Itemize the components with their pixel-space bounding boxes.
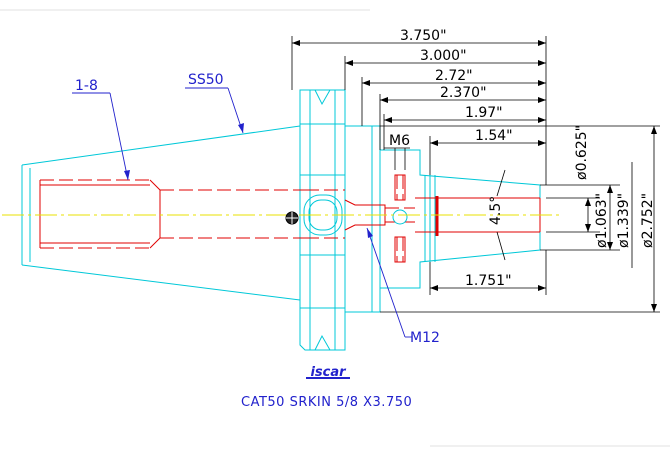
callout-1-8: 1-8 <box>75 78 98 94</box>
dim-dia-2-752: ø2.752" <box>640 193 656 248</box>
holder-body <box>21 89 541 351</box>
dim-angle: 4.5° <box>488 196 504 225</box>
center-ball-symbol <box>285 211 299 225</box>
dim-m6: M6 <box>389 133 410 149</box>
dimension-lines <box>291 36 660 313</box>
callouts: 1-8 SS50 M12 <box>72 72 440 346</box>
svg-text:iscar: iscar <box>310 365 347 380</box>
part-caption: CAT50 SRKIN 5/8 X3.750 <box>241 395 412 410</box>
dim-1-751: 1.751" <box>465 273 512 289</box>
dim-3-750: 3.750" <box>400 28 447 44</box>
dim-3-000: 3.000" <box>420 48 467 64</box>
callout-m12: M12 <box>410 330 440 346</box>
dim-1-54: 1.54" <box>475 128 513 144</box>
sheet-frame <box>0 9 670 447</box>
dim-dia-1-339: ø1.339" <box>616 193 632 248</box>
dimension-labels: 3.750" 3.000" 2.72" 2.370" 1.97" 1.54" M… <box>389 28 656 289</box>
dim-2-72: 2.72" <box>435 68 473 84</box>
dim-1-97: 1.97" <box>465 105 503 121</box>
dim-dia-0-625: ø0.625" <box>574 125 590 180</box>
dim-2-370: 2.370" <box>440 85 487 101</box>
iscar-logo: iscar <box>306 365 350 380</box>
callout-ss50: SS50 <box>188 72 224 88</box>
dim-dia-1-063: ø1.063" <box>594 193 610 248</box>
